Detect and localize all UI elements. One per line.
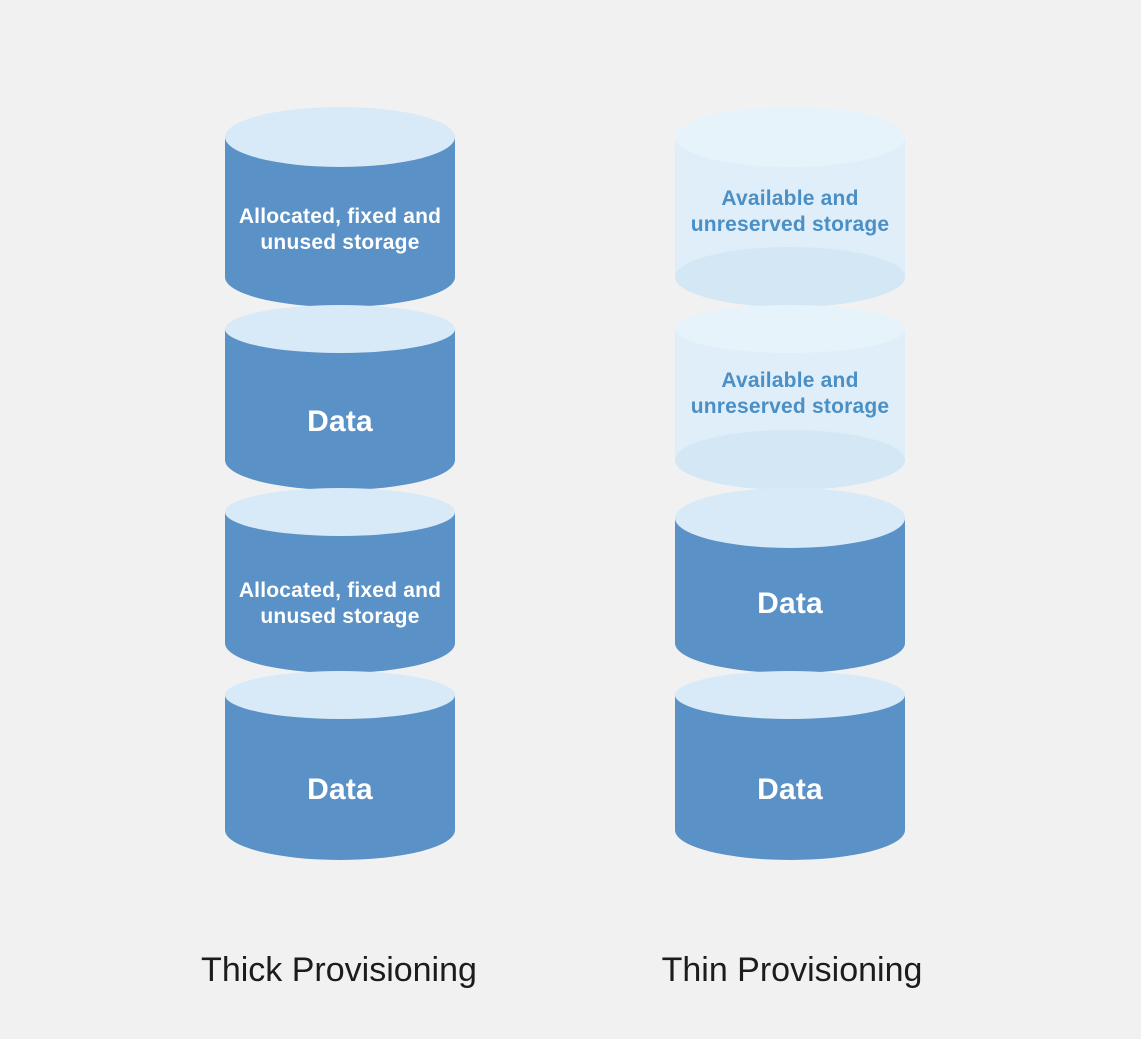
segment-label-available-2: Available and unreserved storage: [690, 369, 890, 418]
thin-cyl-available-2: [675, 305, 905, 490]
cylinder-body: [225, 137, 455, 307]
cylinder-cap: [225, 107, 455, 167]
cylinder-cap: [225, 305, 455, 353]
segment-label-data-2: Data: [757, 773, 823, 806]
cylinder-body: [225, 512, 455, 673]
cylinder-cap: [675, 305, 905, 353]
cylinder-body: [675, 518, 905, 673]
thick-cyl-allocated-2: [225, 488, 455, 673]
cylinder-cap: [225, 488, 455, 536]
cylinder-cap: [675, 488, 905, 548]
cylinder-body: [225, 695, 455, 860]
thick-cyl-data-1: [225, 305, 455, 490]
segment-label-data-1: Data: [307, 405, 373, 438]
cylinder-cap: [675, 671, 905, 719]
thin-provisioning-caption: Thin Provisioning: [661, 951, 923, 989]
thick-cyl-data-2: [225, 671, 455, 860]
segment-label-data-2: Data: [307, 773, 373, 806]
cylinder-cap: [675, 107, 905, 167]
thin-cyl-available-1: [675, 107, 905, 307]
cylinder-cap: [225, 671, 455, 719]
segment-label-available-1: Available and unreserved storage: [690, 187, 890, 236]
segment-label-allocated-1: Allocated, fixed and unused storage: [238, 205, 442, 254]
cylinder-bottom: [675, 430, 905, 490]
cylinder-body: [675, 695, 905, 860]
thin-cyl-data-1: [675, 488, 905, 673]
cylinder-bottom: [675, 247, 905, 307]
thick-provisioning-caption: Thick Provisioning: [201, 951, 477, 989]
segment-label-data-1: Data: [757, 587, 823, 620]
thin-cyl-data-2: [675, 671, 905, 860]
cylinder-body: [225, 329, 455, 490]
segment-label-allocated-2: Allocated, fixed and unused storage: [238, 579, 442, 628]
thick-cyl-allocated-1: [225, 107, 455, 307]
